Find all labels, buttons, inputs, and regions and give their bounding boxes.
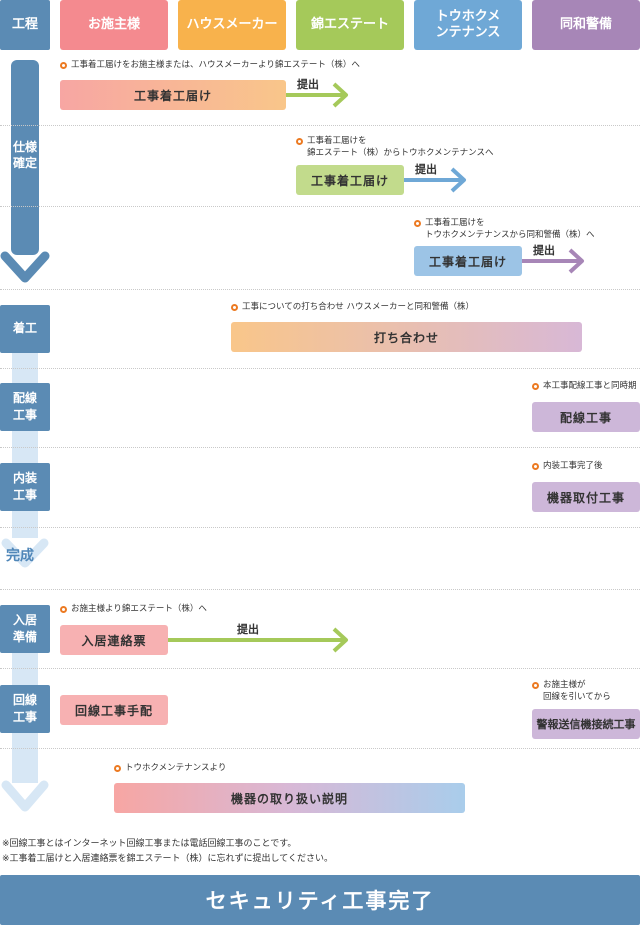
separator [0, 368, 640, 369]
separator [0, 748, 640, 749]
header-owner: お施主様 [60, 0, 168, 50]
row2-submit-arrow-icon [404, 167, 466, 193]
complete-arrow-icon [1, 538, 49, 568]
header-dowa: 同和警備 [532, 0, 640, 50]
completion-banner: セキュリティ工事完了 [0, 875, 640, 925]
bullet-icon [532, 463, 539, 470]
row3-submit-label: 提出 [533, 244, 555, 257]
row7-submit-label: 提出 [237, 623, 259, 636]
row8-note-1: お施主様が [543, 680, 586, 690]
separator [0, 447, 640, 448]
header-process: 工程 [0, 0, 50, 50]
footnote-1: ※回線工事とはインターネット回線工事または電話回線工事のことです。 [2, 839, 297, 849]
row3-box: 工事着工届け [414, 246, 522, 276]
row4-note: 工事についての打ち合わせ ハウスメーカーと同和警備（株） [242, 302, 474, 312]
row7-submit-arrow-icon [168, 627, 348, 653]
bullet-icon [296, 138, 303, 145]
stage-spec-label: 仕様確定 [12, 140, 37, 170]
row3-note-1: 工事着工届けを [425, 218, 485, 228]
row5-note: 本工事配線工事と同時期 [543, 381, 637, 391]
header-nishiki: 錦エステート [296, 0, 404, 50]
row7-box: 入居連絡票 [60, 625, 168, 655]
row2-note-1: 工事着工届けを [307, 136, 367, 146]
stage-movein: 入居準備 [0, 605, 50, 653]
stage-line: 回線工事 [0, 685, 50, 733]
row3-submit-arrow-icon [522, 248, 584, 274]
final-arrow-icon [1, 780, 49, 812]
stage-wiring: 配線工事 [0, 383, 50, 431]
row1-submit-label: 提出 [297, 78, 319, 91]
bullet-icon [231, 304, 238, 311]
bullet-icon [114, 765, 121, 772]
stage-interior: 内装工事 [0, 463, 50, 511]
row3-note-2: トウホクメンテナンスから同和警備（株）へ [425, 230, 595, 240]
stage-start: 着工 [0, 305, 50, 353]
row9-note: トウホクメンテナンスより [125, 763, 227, 773]
row6-box: 機器取付工事 [532, 482, 640, 512]
bullet-icon [60, 606, 67, 613]
row6-note: 内装工事完了後 [543, 461, 603, 471]
bullet-icon [60, 62, 67, 69]
row2-submit-label: 提出 [415, 163, 437, 176]
header-housemaker: ハウスメーカー [178, 0, 286, 50]
row7-note: お施主様より錦エステート（株）へ [71, 604, 207, 614]
bullet-icon [532, 682, 539, 689]
row2-note-2: 錦エステート（株）からトウホクメンテナンスへ [307, 148, 494, 158]
separator [0, 125, 640, 126]
separator [0, 289, 640, 290]
row1-note: 工事着工届けをお施主様または、ハウスメーカーより錦エステート（株）へ [71, 60, 360, 70]
row8-box-right: 警報送信機接続工事 [532, 709, 640, 739]
separator [0, 206, 640, 207]
row8-box-left: 回線工事手配 [60, 695, 168, 725]
stage-complete: 完成 [6, 548, 34, 564]
bullet-icon [414, 220, 421, 227]
separator [0, 527, 640, 528]
row4-box: 打ち合わせ [231, 322, 582, 352]
separator [0, 668, 640, 669]
row1-submit-arrow-icon [286, 82, 348, 108]
bullet-icon [532, 383, 539, 390]
row1-box: 工事着工届け [60, 80, 286, 110]
row5-box: 配線工事 [532, 402, 640, 432]
row9-box: 機器の取り扱い説明 [114, 783, 465, 813]
row2-box: 工事着工届け [296, 165, 404, 195]
footnote-2: ※工事着工届けと入居連絡票を錦エステート（株）に忘れずに提出してください。 [2, 854, 334, 864]
spec-stage-arrow [0, 60, 50, 283]
header-tohoku: トウホクメンテナンス [414, 0, 522, 50]
row8-note-2: 回線を引いてから [543, 692, 611, 702]
separator [0, 589, 640, 590]
